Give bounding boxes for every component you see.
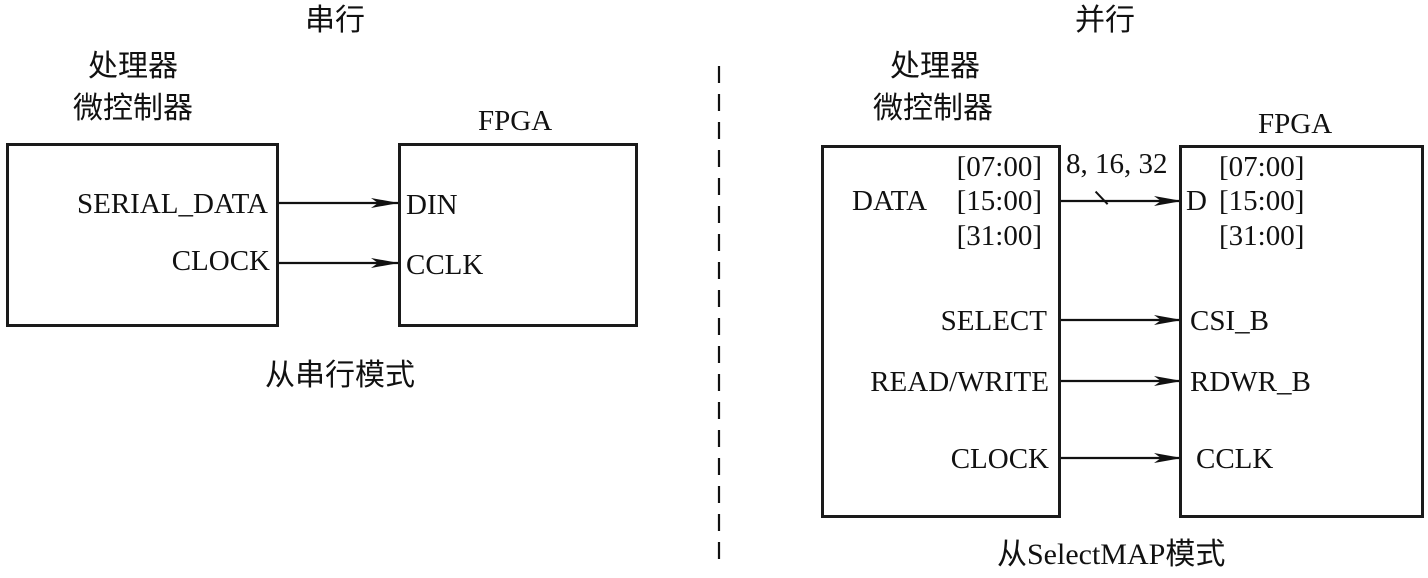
parallel-proc-width-15: [15:00] xyxy=(956,185,1042,217)
parallel-pin-select: SELECT xyxy=(940,305,1047,337)
serial-pin-clock: CLOCK xyxy=(171,245,270,277)
parallel-fpga-label: FPGA xyxy=(1258,108,1333,140)
serial-fpga-pin-cclk: CCLK xyxy=(406,249,484,281)
parallel-processor-label-line1: 处理器 xyxy=(890,50,980,83)
parallel-processor-box xyxy=(821,145,1061,518)
parallel-fpga-width-07: [07:00] xyxy=(1219,151,1305,183)
serial-heading: 串行 xyxy=(305,4,365,37)
parallel-fpga-box xyxy=(1179,145,1424,518)
parallel-fpga-pin-rdwr-b: RDWR_B xyxy=(1190,366,1311,398)
serial-processor-label-line2: 微控制器 xyxy=(73,92,193,125)
parallel-heading: 并行 xyxy=(1075,4,1135,37)
parallel-pin-clock: CLOCK xyxy=(950,443,1049,475)
bus-width-label: 8, 16, 32 xyxy=(1066,148,1168,180)
parallel-fpga-width-15: [15:00] xyxy=(1219,185,1305,217)
parallel-fpga-width-31: [31:00] xyxy=(1219,220,1305,252)
parallel-fpga-pin-csi-b: CSI_B xyxy=(1190,305,1269,337)
serial-pin-serial-data: SERIAL_DATA xyxy=(76,188,268,220)
parallel-proc-width-07: [07:00] xyxy=(956,151,1042,183)
serial-fpga-box xyxy=(398,143,638,327)
serial-fpga-label: FPGA xyxy=(478,105,553,137)
bus-width-slash xyxy=(1094,190,1109,205)
serial-processor-box xyxy=(6,143,279,327)
serial-fpga-pin-din: DIN xyxy=(406,189,458,221)
serial-caption: 从串行模式 xyxy=(265,359,415,392)
parallel-proc-data-label: DATA xyxy=(852,185,928,217)
serial-processor-label-line1: 处理器 xyxy=(88,50,178,83)
parallel-fpga-pin-cclk: CCLK xyxy=(1196,443,1274,475)
parallel-caption: 从SelectMAP模式 xyxy=(997,538,1226,571)
parallel-pin-read-write: READ/WRITE xyxy=(870,366,1049,398)
parallel-fpga-data-label: D xyxy=(1186,185,1207,217)
parallel-proc-width-31: [31:00] xyxy=(956,220,1042,252)
parallel-processor-label-line2: 微控制器 xyxy=(873,92,993,125)
